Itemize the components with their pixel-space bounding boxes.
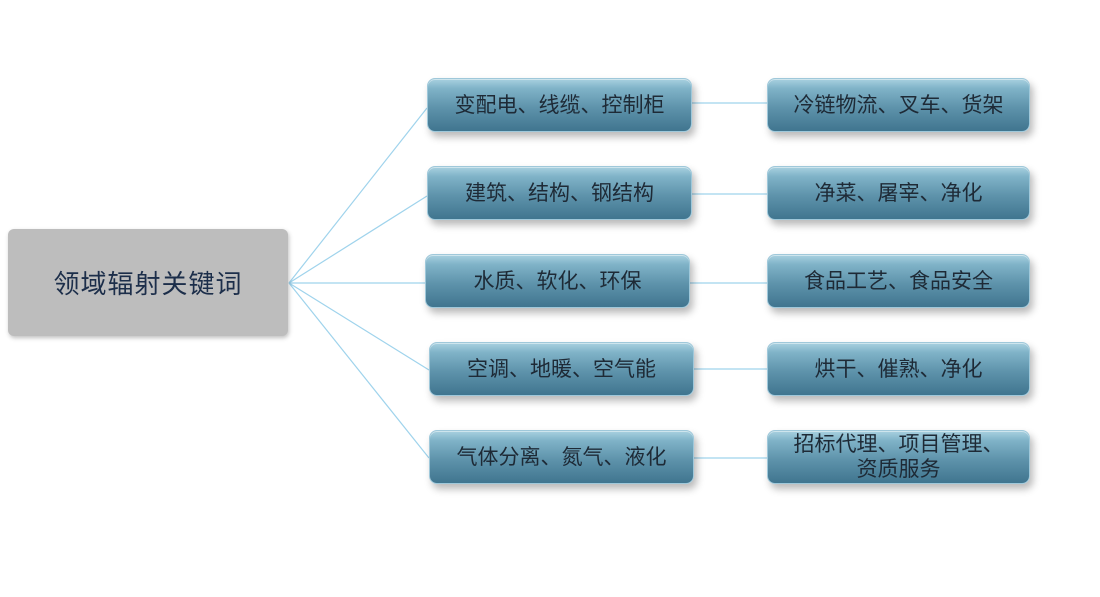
- branch-node-2: 建筑、结构、钢结构: [427, 166, 692, 220]
- root-node: 领域辐射关键词: [8, 229, 288, 336]
- child-node-1: 冷链物流、叉车、货架: [767, 78, 1030, 132]
- branch-node-3: 水质、软化、环保: [425, 254, 690, 308]
- branch-label: 水质、软化、环保: [473, 268, 642, 293]
- branch-node-5: 气体分离、氮气、液化: [429, 430, 694, 484]
- child-node-4: 烘干、催熟、净化: [767, 342, 1030, 396]
- branch-label: 变配电、线缆、控制柜: [454, 92, 665, 117]
- branch-node-4: 空调、地暖、空气能: [429, 342, 694, 396]
- child-label-line-1: 招标代理、项目管理、: [793, 432, 1004, 456]
- child-node-3: 食品工艺、食品安全: [767, 254, 1030, 308]
- branch-label: 气体分离、氮气、液化: [456, 444, 667, 469]
- child-label: 冷链物流、叉车、货架: [793, 92, 1004, 117]
- branch-node-1: 变配电、线缆、控制柜: [427, 78, 692, 132]
- branch-label: 空调、地暖、空气能: [467, 356, 656, 381]
- connector-root-branch-2: [288, 195, 428, 284]
- connector-root-branch-4: [288, 282, 430, 371]
- connector-root-branch-5: [288, 282, 430, 459]
- branch-label: 建筑、结构、钢结构: [465, 180, 654, 205]
- connector-root-branch-1: [288, 107, 428, 284]
- child-label: 净菜、屠宰、净化: [814, 180, 983, 205]
- child-label: 烘干、催熟、净化: [814, 356, 983, 381]
- child-label: 食品工艺、食品安全: [804, 268, 993, 293]
- root-label: 领域辐射关键词: [53, 270, 243, 300]
- child-node-2: 净菜、屠宰、净化: [767, 166, 1030, 220]
- child-node-5: 招标代理、项目管理、 资质服务: [767, 430, 1030, 484]
- child-label-line-2: 资质服务: [856, 457, 941, 481]
